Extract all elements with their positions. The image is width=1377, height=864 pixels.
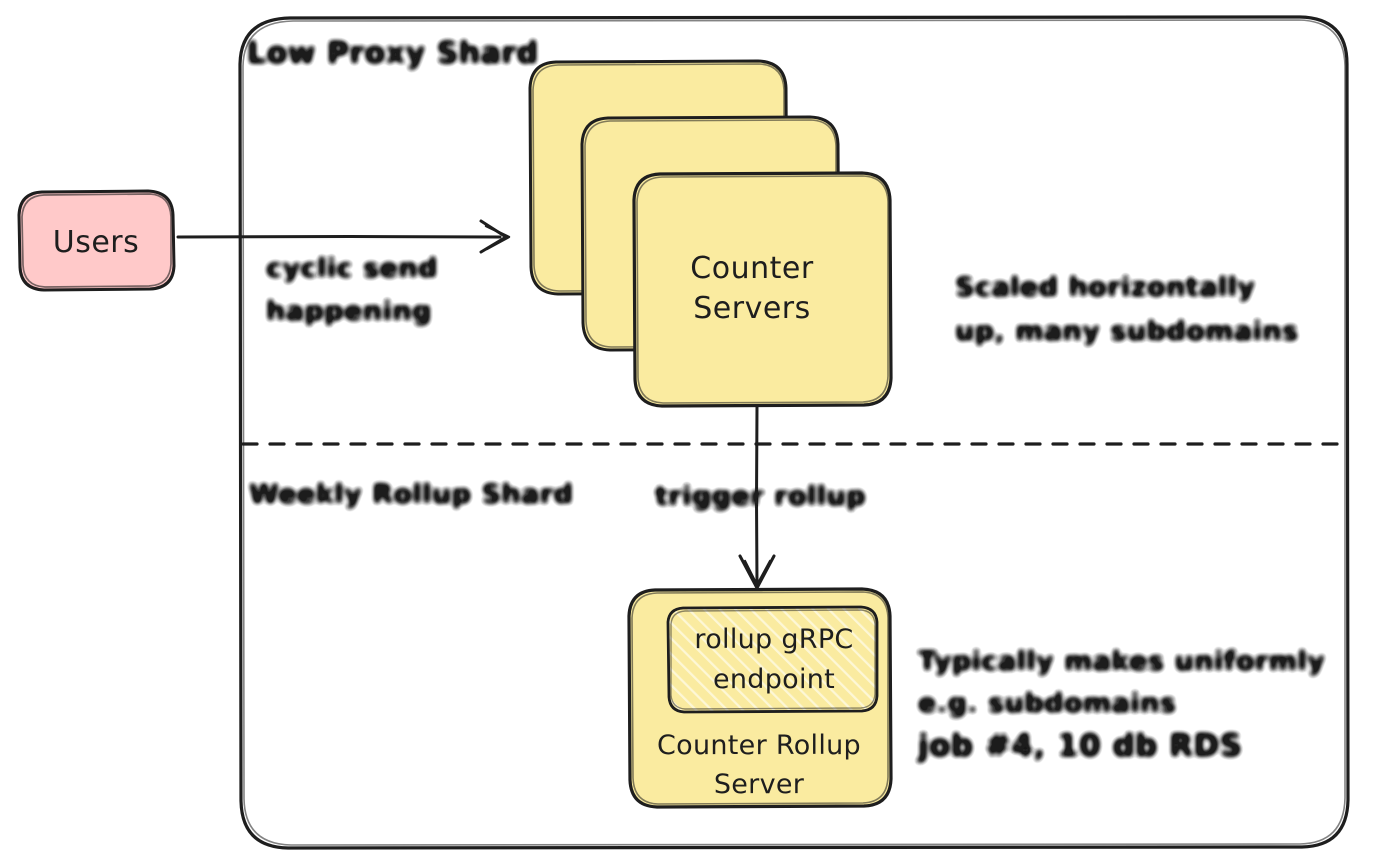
node-rollup-grpc-endpoint[interactable]: rollup gRPC endpoint xyxy=(666,605,879,714)
container-title-blurred: Low Proxy Shard xyxy=(247,36,539,71)
rollup-grpc-endpoint-label-line2: endpoint xyxy=(713,664,835,695)
rollup-grpc-endpoint-label-line1: rollup gRPC xyxy=(694,624,853,655)
note-rollup-server-line2: e.g. subdomains xyxy=(918,688,1176,719)
note-rollup-server-line1: Typically makes uniformly xyxy=(918,646,1325,677)
section-label-rollup-shard: Weekly Rollup Shard xyxy=(249,479,573,510)
note-counter-servers-line2: up, many subdomains xyxy=(955,316,1299,347)
edge-users-to-counter-servers xyxy=(176,219,511,254)
edge-rollup-trigger-label: trigger rollup xyxy=(655,481,866,512)
node-counter-servers[interactable]: Counter Servers xyxy=(528,59,893,408)
node-users-label: Users xyxy=(53,225,140,260)
edge-users-label-line2: happening xyxy=(266,296,432,327)
counter-servers-card-front[interactable]: Counter Servers xyxy=(632,171,893,408)
node-counter-servers-label-line2: Servers xyxy=(693,291,811,326)
shard-container-border xyxy=(238,15,1350,850)
node-counter-rollup-server-label-line2: Server xyxy=(714,769,805,800)
note-counter-servers-line1: Scaled horizontally xyxy=(955,272,1256,303)
node-counter-rollup-server[interactable]: rollup gRPC endpoint Counter Rollup Serv… xyxy=(627,587,893,809)
node-counter-servers-label-line1: Counter xyxy=(690,251,814,286)
node-counter-rollup-server-label-line1: Counter Rollup xyxy=(657,730,861,761)
node-users[interactable]: Users xyxy=(17,189,176,292)
edge-users-label-line1: cyclic send xyxy=(266,253,438,284)
note-rollup-server-line3: job #4, 10 db RDS xyxy=(916,728,1243,764)
